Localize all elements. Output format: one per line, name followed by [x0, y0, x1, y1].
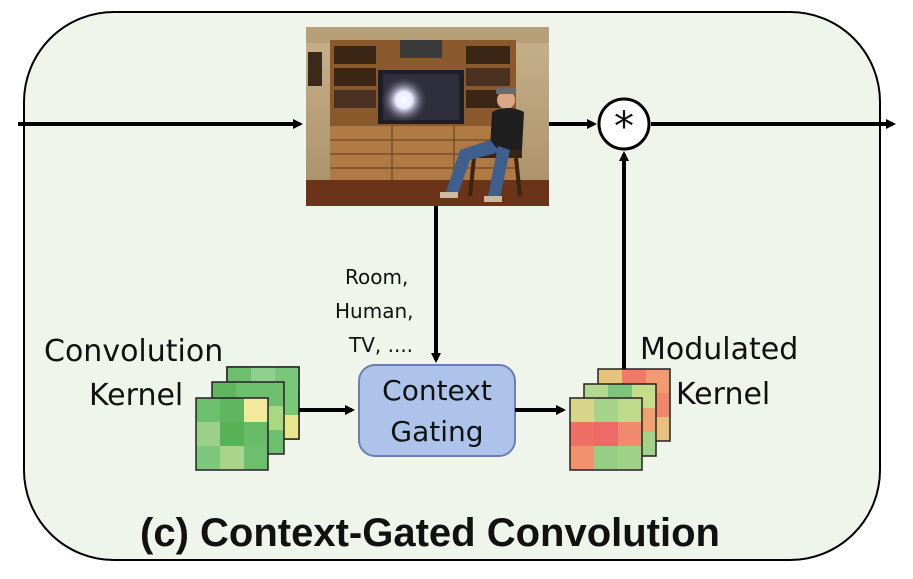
modulated-kernel-stack: [569, 368, 671, 471]
context-gating-label-line2: Gating: [390, 415, 483, 448]
convolution-kernel-label-line1: Convolution: [44, 334, 223, 369]
modulated-kernel-label-line2: Kernel: [676, 377, 770, 412]
convolution-kernel-label-line2: Kernel: [89, 378, 183, 413]
figure-title: (c) Context-Gated Convolution: [140, 511, 720, 555]
modulated-kernel-label-line1: Modulated: [640, 332, 798, 367]
context-gating-label-line1: Context: [382, 374, 492, 407]
scene-photo: [306, 27, 549, 206]
convolution-kernel-stack: [195, 366, 300, 471]
context-words-line2: Human,: [335, 299, 414, 323]
context-words-line3: TV, ....: [348, 333, 413, 357]
context-words-line1: Room,: [345, 265, 408, 289]
operator-symbol: *: [614, 104, 634, 150]
modulation-operator-node: [597, 97, 651, 151]
